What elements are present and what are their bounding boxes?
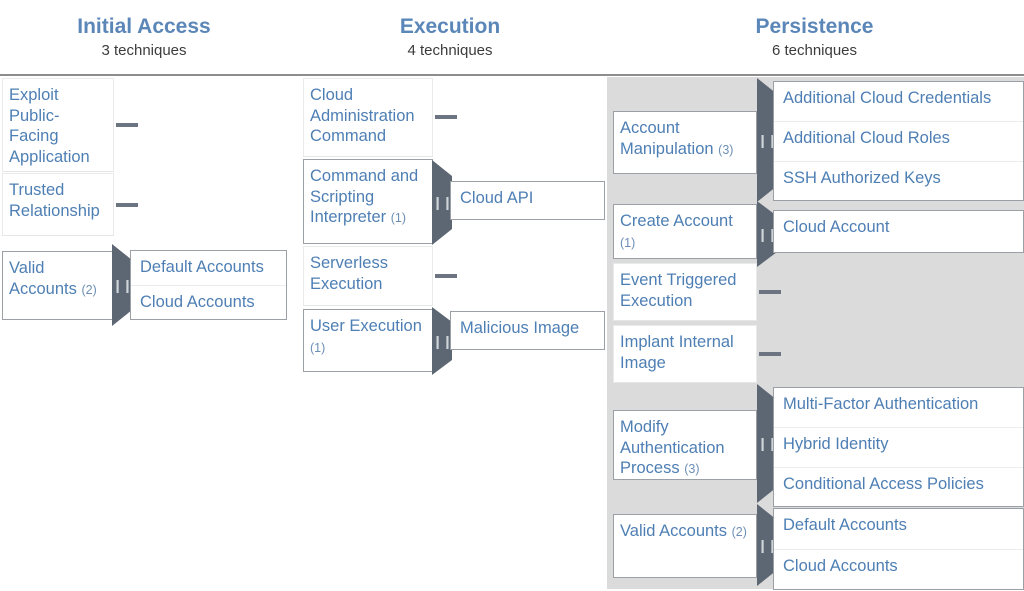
subtechnique-connector[interactable]: ❙❙ (112, 244, 133, 326)
subtechnique-cell[interactable]: Cloud Accounts (783, 557, 898, 575)
subtechnique-cell[interactable]: Cloud API (460, 189, 534, 207)
column-title-persistence: Persistence (755, 15, 874, 38)
column-header-execution: Execution 4 techniques (300, 14, 600, 60)
subtechnique-connector[interactable]: ❙❙ (757, 201, 778, 267)
technique-label: Exploit Public-Facing Application (9, 86, 90, 166)
technique-cell[interactable]: Create Account (1) (613, 204, 757, 259)
header-divider-rule (0, 74, 1024, 76)
technique-stub-dash (116, 123, 138, 127)
technique-label: Event Triggered Execution (620, 271, 737, 310)
subtechnique-cell[interactable]: Default Accounts (774, 509, 1023, 550)
subtechnique-count: (1) (620, 235, 636, 250)
subtechnique-connector[interactable]: ❙❙ (757, 504, 778, 586)
technique-label: Implant Internal Image (620, 333, 734, 372)
technique-stub-dash (435, 274, 457, 278)
technique-label: Create Account (620, 212, 733, 230)
connector-shape-icon (757, 201, 777, 267)
subtechnique-cell[interactable]: Cloud Account (783, 218, 890, 236)
technique-cell[interactable]: Valid Accounts (2) (2, 251, 114, 320)
technique-cell[interactable]: Valid Accounts (2) (613, 514, 757, 578)
technique-cell[interactable]: User Execution (1) (303, 309, 433, 372)
technique-cell[interactable]: Serverless Execution (303, 246, 433, 306)
connector-shape-icon (432, 307, 452, 375)
pause-bars-icon: ❙❙ (112, 277, 133, 293)
pause-bars-icon: ❙❙ (757, 132, 778, 148)
pause-bars-icon: ❙❙ (757, 226, 778, 242)
technique-stub-dash (435, 115, 457, 119)
subtechnique-cell[interactable]: Multi-Factor Authentication (774, 388, 1023, 428)
subtechnique-cell[interactable]: Cloud Accounts (140, 293, 255, 311)
technique-cell[interactable]: Trusted Relationship (2, 173, 114, 236)
technique-label: Account Manipulation (620, 119, 714, 158)
technique-label: Serverless Execution (310, 254, 388, 293)
technique-cell[interactable]: Implant Internal Image (613, 325, 757, 383)
subtechnique-connector[interactable]: ❙❙ (432, 307, 453, 375)
subtechnique-group: Malicious Image (450, 311, 605, 350)
technique-cell[interactable]: Command and Scripting Interpreter (1) (303, 159, 433, 244)
column-header-persistence: Persistence 6 techniques (605, 14, 1024, 60)
column-title-execution: Execution (399, 15, 501, 38)
subtechnique-cell[interactable]: Default Accounts (131, 251, 286, 286)
connector-shape-icon (757, 384, 777, 503)
subtechnique-cell[interactable]: Additional Cloud Roles (774, 122, 1023, 162)
subtechnique-count: (2) (731, 525, 747, 539)
subtechnique-cell[interactable]: SSH Authorized Keys (783, 169, 941, 187)
subtechnique-connector[interactable]: ❙❙ (757, 78, 778, 202)
subtechnique-group: Cloud API (450, 181, 605, 220)
technique-label: Trusted Relationship (9, 181, 100, 220)
pause-bars-icon: ❙❙ (757, 436, 778, 451)
column-subtitle-execution: 4 techniques (407, 42, 493, 59)
technique-cell[interactable]: Account Manipulation (3) (613, 111, 757, 174)
pause-bars-icon: ❙❙ (432, 195, 453, 210)
pause-bars-icon: ❙❙ (757, 537, 778, 553)
technique-label: Modify Authentication Process (620, 418, 725, 477)
technique-stub-dash (759, 352, 781, 356)
column-subtitle-persistence: 6 techniques (771, 42, 858, 59)
subtechnique-count: (2) (81, 282, 97, 297)
technique-stub-dash (759, 290, 781, 294)
subtechnique-connector[interactable]: ❙❙ (432, 160, 453, 245)
pause-bars-icon: ❙❙ (432, 333, 453, 349)
connector-shape-icon (757, 78, 777, 202)
connector-shape-icon (112, 244, 132, 326)
column-title-initial-access: Initial Access (77, 15, 211, 38)
column-header-initial-access: Initial Access 3 techniques (0, 14, 288, 60)
subtechnique-connector[interactable]: ❙❙ (757, 384, 778, 503)
column-subtitle-initial-access: 3 techniques (101, 42, 187, 59)
subtechnique-count: (3) (684, 462, 700, 476)
subtechnique-count: (1) (390, 211, 406, 225)
subtechnique-cell[interactable]: Malicious Image (460, 319, 580, 337)
technique-cell[interactable]: Event Triggered Execution (613, 263, 757, 321)
technique-cell[interactable]: Modify Authentication Process (3) (613, 410, 757, 480)
subtechnique-group: Cloud Account (773, 210, 1024, 253)
subtechnique-cell[interactable]: Conditional Access Policies (783, 475, 984, 493)
subtechnique-cell[interactable]: Additional Cloud Credentials (774, 82, 1023, 122)
technique-label: Valid Accounts (9, 259, 77, 298)
subtechnique-count: (1) (310, 340, 326, 355)
subtechnique-count: (3) (718, 142, 734, 157)
technique-label: User Execution (310, 317, 422, 335)
technique-stub-dash (116, 203, 138, 207)
subtechnique-cell[interactable]: Hybrid Identity (774, 428, 1023, 468)
technique-label: Cloud Administration Command (310, 86, 415, 145)
technique-cell[interactable]: Cloud Administration Command (303, 78, 433, 157)
technique-label: Valid Accounts (620, 522, 728, 540)
connector-shape-icon (757, 504, 777, 586)
technique-label: Command and Scripting Interpreter (310, 167, 419, 226)
connector-shape-icon (432, 160, 452, 245)
technique-cell[interactable]: Exploit Public-Facing Application (2, 78, 114, 172)
